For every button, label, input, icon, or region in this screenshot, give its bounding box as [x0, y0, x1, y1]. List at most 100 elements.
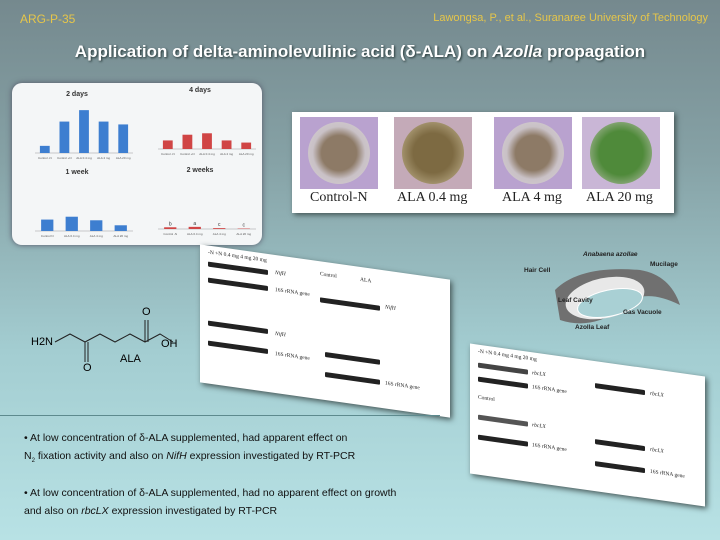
- gene-label: rbcLX: [650, 390, 664, 399]
- title-text: Application of delta-aminolevulinic acid…: [74, 42, 493, 61]
- bar: [182, 134, 193, 149]
- poster-title: Application of delta-aminolevulinic acid…: [0, 42, 720, 62]
- x-tick-label: ALA 0.4 mg: [199, 152, 215, 156]
- subscript: 2: [31, 458, 35, 465]
- data-label: b: [169, 221, 172, 227]
- bullet-text: N: [24, 450, 32, 462]
- hydroxyl-label: OH: [161, 338, 178, 350]
- x-tick-label: Control +N: [57, 156, 71, 160]
- x-tick-label: ALA 0.4 mg: [187, 232, 203, 236]
- bar: [79, 110, 89, 153]
- data-label: c: [218, 222, 221, 228]
- x-tick-label: ALA 20 mg: [236, 232, 251, 236]
- gene-label: 16S rRNA gene: [275, 350, 310, 362]
- bar: [241, 142, 252, 149]
- photo-label: ALA 4 mg: [502, 190, 562, 205]
- bar: [213, 228, 226, 229]
- gene-label: 16S rRNA gene: [385, 380, 420, 392]
- oxygen-label: O: [83, 362, 92, 374]
- bar: [98, 121, 109, 153]
- label-gas-vacuole: Gas Vacuole: [623, 309, 662, 316]
- gene-label: 16S rRNA gene: [650, 468, 685, 480]
- photo-panel: Control-N ALA 0.4 mg ALA 4 mg ALA 20 mg: [292, 112, 674, 213]
- bullet-text: expression investigated by RT-PCR: [186, 450, 356, 462]
- label-anabaena: Anabaena azollae: [583, 251, 638, 258]
- chart-title: 1 week: [66, 169, 89, 176]
- chart-title: 2 weeks: [187, 167, 214, 174]
- gene-label: 16S rRNA gene: [532, 384, 567, 396]
- azolla-leaf-diagram: Anabaena azollae Hair Cell Mucilage Leaf…: [510, 245, 710, 340]
- bar: [188, 226, 201, 229]
- bar: [202, 133, 212, 149]
- gene-label: NifH: [385, 304, 396, 312]
- bar: [162, 140, 173, 149]
- x-tick-label: Control -N: [38, 156, 52, 160]
- amine-group: H2N: [31, 336, 54, 348]
- photo-control: [300, 117, 378, 189]
- x-tick-label: ALA 4 mg: [213, 232, 226, 236]
- label-azolla-leaf: Azolla Leaf: [575, 324, 610, 331]
- lane-labels: -N +N 0.4 mg 4 mg 20 mg: [478, 348, 537, 363]
- x-tick-label: ALA 4 mg: [90, 234, 103, 238]
- x-tick-label: ALA 20 mg: [116, 156, 131, 160]
- label-hair-cell: Hair Cell: [524, 267, 551, 274]
- x-tick-label: Control N: [41, 234, 54, 238]
- x-tick-label: Control -N: [161, 152, 175, 156]
- data-label: a: [193, 221, 196, 227]
- gene-label: rbcLX: [532, 370, 546, 379]
- photo-ala-4: [494, 117, 572, 189]
- lane-labels: -N +N 0.4 mg 4 mg 20 mg: [208, 249, 267, 264]
- bullet-1: • At low concentration of δ-ALA suppleme…: [24, 429, 464, 470]
- photo-ala-20: [582, 117, 660, 189]
- x-tick-label: ALA 20 mg: [239, 152, 254, 156]
- x-tick-label: ALA 0.4 mg: [76, 156, 92, 160]
- bullet-text: expression investigated by RT-PCR: [108, 505, 278, 517]
- gene-name: NifH: [166, 450, 187, 462]
- bar: [164, 227, 177, 229]
- gene-name: rbcLX: [81, 505, 109, 517]
- bar: [59, 121, 70, 153]
- x-tick-label: ALA 4 mg: [220, 152, 233, 156]
- gel-header: Control: [320, 271, 337, 280]
- bullet-text: • At low concentration of δ-ALA suppleme…: [24, 487, 397, 499]
- bar: [118, 124, 129, 153]
- authors: Lawongsa, P., et al., Suranaree Universi…: [433, 12, 708, 24]
- title-text-end: propagation: [542, 42, 646, 61]
- gene-label: 16S rRNA gene: [275, 286, 310, 298]
- chart-title: 2 days: [66, 91, 88, 98]
- gene-label: 16S rRNA gene: [532, 442, 567, 454]
- title-italic: Azolla: [492, 42, 543, 61]
- bar: [39, 145, 50, 153]
- divider: [0, 415, 440, 416]
- x-tick-label: ALA 0.4 mg: [64, 234, 80, 238]
- x-tick-label: ALA 4 mg: [97, 156, 110, 160]
- label-leaf-cavity: Leaf Cavity: [558, 297, 593, 304]
- gel-header: ALA: [360, 276, 372, 285]
- bar: [221, 140, 232, 149]
- bar: [41, 219, 54, 231]
- x-tick-label: ALA 20 mg: [113, 234, 128, 238]
- bullet-2: • At low concentration of δ-ALA suppleme…: [24, 484, 464, 520]
- photo-label: Control-N: [310, 190, 368, 205]
- oxygen-label: O: [142, 306, 151, 318]
- photo-label: ALA 20 mg: [586, 190, 653, 205]
- ala-structure: H2N O O OH ALA: [25, 300, 195, 380]
- data-label: c: [243, 223, 246, 229]
- rbclx-gel-panel: -N +N 0.4 mg 4 mg 20 mg rbcLX 16S rRNA g…: [470, 343, 705, 507]
- bar: [65, 216, 78, 231]
- x-tick-label: Control +N: [180, 152, 194, 156]
- bullet-text: fixation activity and also on: [34, 450, 167, 462]
- gene-label: NifH: [275, 269, 286, 278]
- compound-name: ALA: [120, 353, 141, 365]
- bar: [90, 220, 103, 231]
- gene-label: rbcLX: [650, 446, 664, 455]
- gel-header: Control: [478, 394, 495, 403]
- photo-label: ALA 0.4 mg: [397, 190, 468, 205]
- photo-ala-04: [394, 117, 472, 189]
- bar: [114, 225, 127, 231]
